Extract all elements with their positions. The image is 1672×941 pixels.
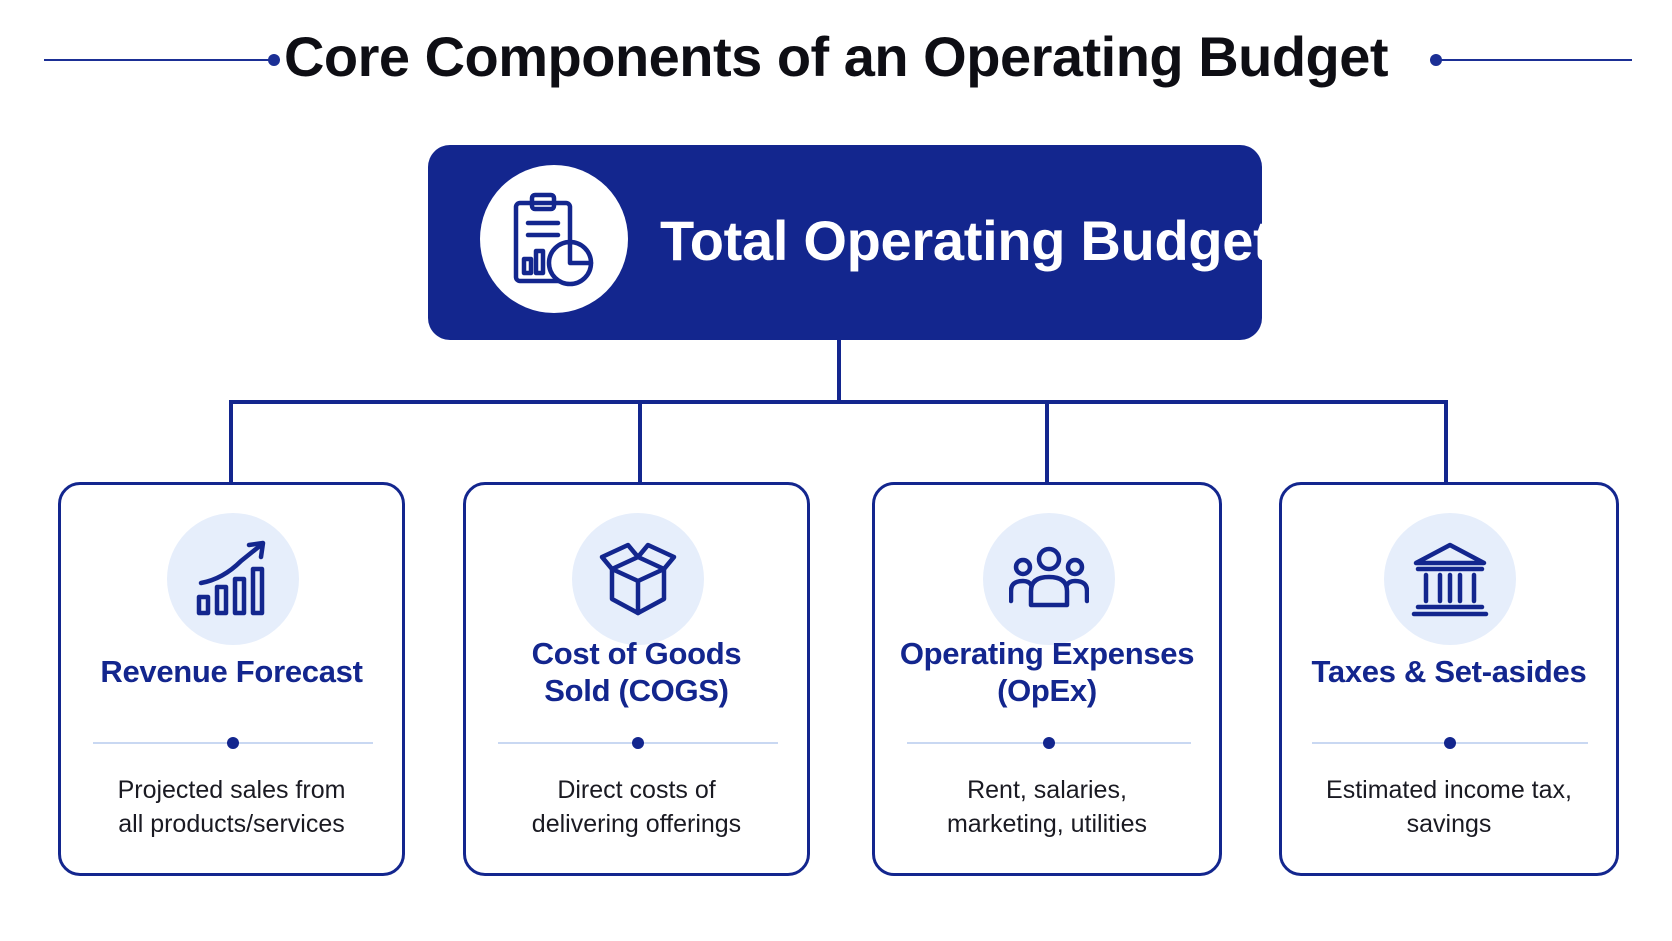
taxes-description-line-1: Estimated income tax, <box>1326 776 1572 804</box>
component-card-opex: Operating Expenses (OpEx) Rent, salaries… <box>872 482 1222 876</box>
revenue-description-line-2: all products/services <box>118 810 345 838</box>
clipboard-chart-icon <box>513 192 594 287</box>
opex-title-line-1: Operating Expenses <box>899 636 1195 671</box>
component-card-taxes: Taxes & Set-asides Estimated income tax,… <box>1279 482 1619 876</box>
cogs-title: Cost of Goods Sold (COGS) <box>466 635 807 709</box>
opex-divider-dot <box>1043 737 1055 749</box>
opex-description-line-1: Rent, salaries, <box>967 776 1127 804</box>
cogs-description: Direct costs of delivering offerings <box>476 773 797 841</box>
page-title: Core Components of an Operating Budget <box>283 25 1389 88</box>
taxes-title: Taxes & Set-asides <box>1311 654 1587 689</box>
revenue-description: Projected sales from all products/servic… <box>71 773 392 841</box>
title-rule-left-dot <box>268 54 280 66</box>
opex-description-line-2: marketing, utilities <box>946 810 1148 838</box>
opex-title-line-2: (OpEx) <box>997 673 1097 708</box>
revenue-divider-dot <box>227 737 239 749</box>
revenue-icon-circle <box>167 513 299 645</box>
cogs-icon-circle <box>572 513 704 645</box>
opex-icon-circle <box>983 513 1115 645</box>
cogs-description-line-1: Direct costs of <box>557 776 716 804</box>
revenue-title: Revenue Forecast <box>100 654 363 689</box>
total-operating-budget-box: Total Operating Budget <box>428 145 1272 340</box>
title-rule-right <box>1436 59 1632 61</box>
cogs-title-line-2: Sold (COGS) <box>544 673 729 708</box>
taxes-description: Estimated income tax, savings <box>1292 773 1606 841</box>
opex-description: Rent, salaries, marketing, utilities <box>885 773 1209 841</box>
title-rule-left <box>44 59 274 61</box>
box-icon <box>599 542 677 616</box>
opex-title: Operating Expenses (OpEx) <box>875 635 1219 709</box>
revenue-description-line-1: Projected sales from <box>117 776 346 804</box>
bank-building-icon <box>1411 542 1489 617</box>
growth-chart-icon <box>196 540 266 616</box>
cogs-title-line-1: Cost of Goods <box>531 636 742 671</box>
taxes-description-line-2: savings <box>1406 810 1492 838</box>
cogs-description-line-2: delivering offerings <box>531 810 742 838</box>
component-card-cogs: Cost of Goods Sold (COGS) Direct costs o… <box>463 482 810 876</box>
cogs-divider-dot <box>632 737 644 749</box>
component-card-revenue-forecast: Revenue Forecast Projected sales from al… <box>58 482 405 876</box>
taxes-icon-circle <box>1384 513 1516 645</box>
people-group-icon <box>1009 546 1089 608</box>
root-icon-circle <box>480 165 628 313</box>
taxes-divider-dot <box>1444 737 1456 749</box>
root-title: Total Operating Budget <box>660 209 1272 272</box>
